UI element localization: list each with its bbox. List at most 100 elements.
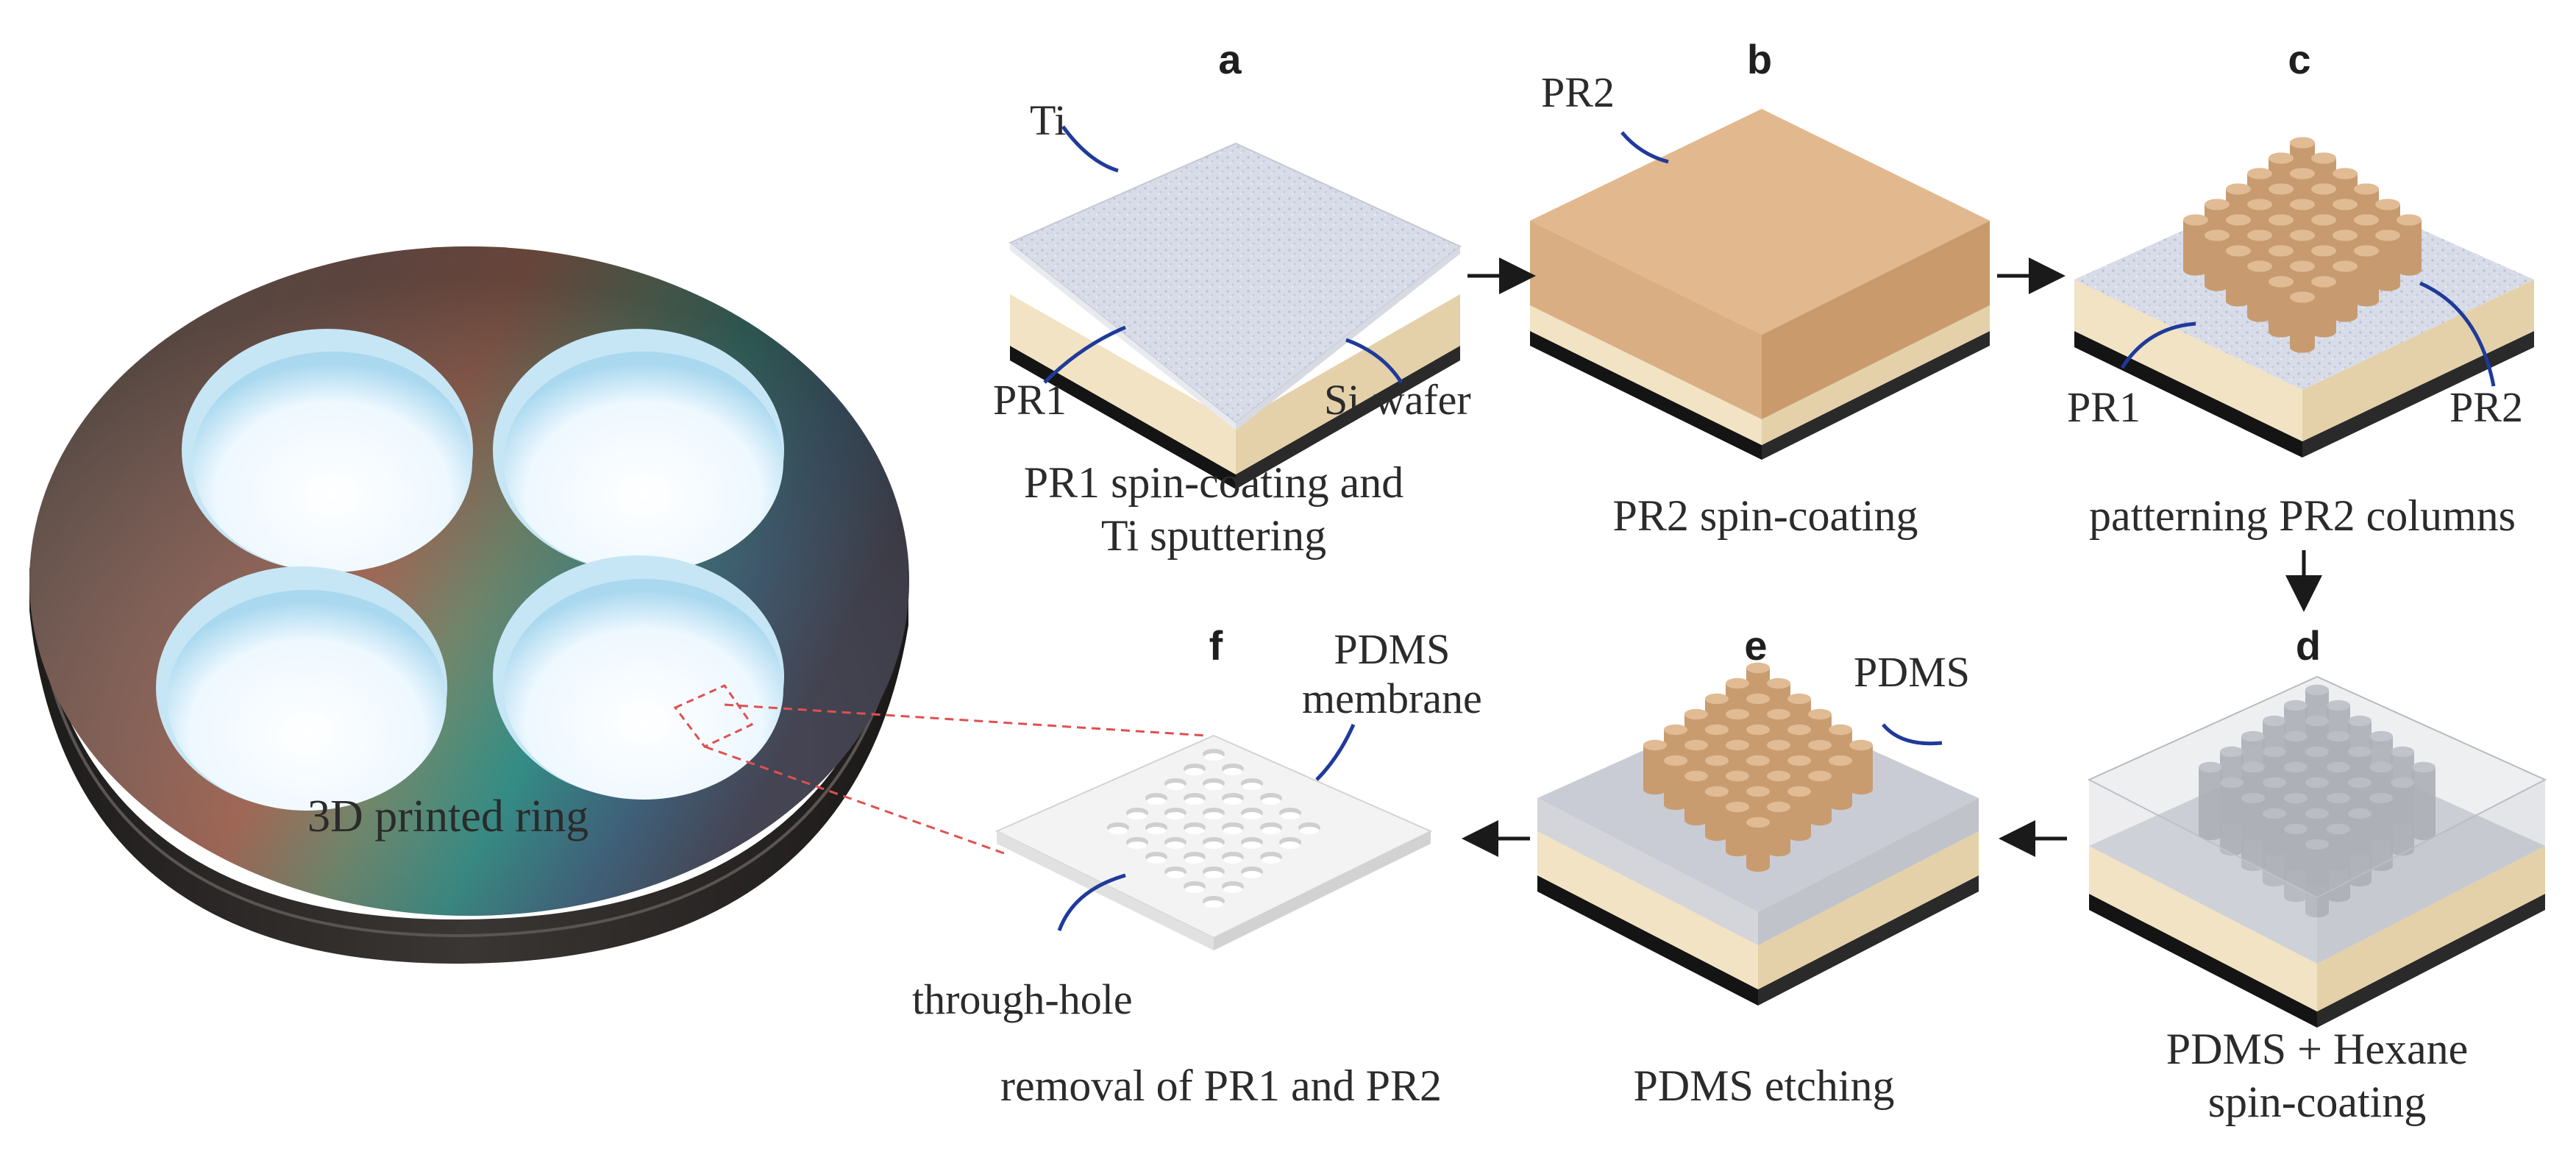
column <box>2305 839 2329 918</box>
through-hole-inner <box>1223 797 1242 805</box>
column <box>2311 276 2336 338</box>
label-pr1-c: PR1 <box>2067 383 2141 431</box>
label-pdms-membrane: PDMS membrane <box>1302 625 1482 723</box>
label-si-wafer: Si-wafer <box>1324 376 1471 424</box>
caption-d-line2: spin-coating <box>2207 1078 2427 1126</box>
through-hole-inner <box>1204 900 1223 908</box>
zoom-line-top <box>724 703 1207 737</box>
caption-a-line1: PR1 spin-coating and <box>1023 458 1404 507</box>
column <box>1808 770 1832 826</box>
panel-f-diagram <box>995 723 1433 950</box>
through-hole-inner <box>1204 812 1223 819</box>
column <box>2269 276 2294 338</box>
pdms-covered-columns <box>2199 684 2436 918</box>
caption-d-line1: PDMS + Hexane <box>2166 1025 2469 1073</box>
column <box>2226 245 2251 307</box>
through-hole-inner <box>1147 827 1166 834</box>
label-through-hole: through-hole <box>912 975 1133 1023</box>
column <box>1849 739 1873 795</box>
pr2-columns <box>2183 137 2422 353</box>
column <box>2199 761 2222 841</box>
zoom-line-bottom <box>704 745 1005 855</box>
through-hole-inner <box>1204 842 1223 849</box>
column <box>2375 230 2400 291</box>
through-hole-inner <box>1166 783 1185 790</box>
through-hole-inner <box>1185 827 1204 834</box>
column <box>2241 792 2265 872</box>
label-pr2-c: PR2 <box>2449 383 2523 431</box>
label-pdms-e: PDMS <box>1854 648 1970 696</box>
through-hole-inner <box>1147 856 1166 864</box>
column <box>2290 291 2315 353</box>
through-hole-inner <box>1281 842 1300 849</box>
column <box>2205 230 2230 291</box>
label-pr2-b: PR2 <box>1541 68 1615 116</box>
through-hole-inner <box>1300 827 1319 834</box>
column <box>1767 801 1790 857</box>
through-hole-inner <box>1242 812 1262 819</box>
caption-f: removal of PR1 and PR2 <box>1000 1061 1442 1110</box>
through-hole-inner <box>1223 856 1242 864</box>
through-hole-inner <box>1242 783 1262 790</box>
column <box>2263 808 2286 887</box>
panel-a-letter: a <box>1218 36 1242 82</box>
etched-columns <box>1643 662 1873 872</box>
through-hole-inner <box>1242 842 1262 849</box>
3d-printed-ring <box>29 246 1207 964</box>
ring-label: 3D printed ring <box>307 791 589 842</box>
column <box>1643 739 1667 795</box>
panel-d-diagram <box>2087 675 2547 1028</box>
through-hole-inner <box>1185 886 1204 893</box>
column <box>1787 786 1811 842</box>
through-holes <box>1107 749 1320 908</box>
column <box>2391 777 2414 856</box>
caption-d: PDMS + Hexane spin-coating <box>2166 1022 2468 1128</box>
through-hole-inner <box>1185 797 1204 805</box>
caption-a-line2: Ti sputtering <box>1100 511 1327 560</box>
column <box>2397 214 2422 276</box>
column <box>2369 792 2393 872</box>
through-hole-inner <box>1204 783 1223 790</box>
column <box>2183 214 2208 276</box>
zoom-box <box>673 684 754 748</box>
caption-a: PR1 spin-coating and Ti sputtering <box>1024 456 1404 562</box>
panel-b-letter: b <box>1746 36 1773 82</box>
through-hole-inner <box>1262 797 1281 805</box>
through-hole-inner <box>1166 812 1185 819</box>
label-ti: Ti <box>1030 96 1067 144</box>
column <box>1664 755 1687 811</box>
panel-e-letter: e <box>1744 622 1768 669</box>
through-hole-inner <box>1262 856 1281 864</box>
column <box>2412 761 2436 841</box>
through-hole-inner <box>1166 842 1185 849</box>
panel-d-letter: d <box>2295 622 2321 669</box>
through-hole-inner <box>1223 768 1242 775</box>
label-pr1-a: PR1 <box>993 376 1067 424</box>
through-hole-inner <box>1204 871 1223 878</box>
column <box>2247 260 2272 322</box>
label-pdms-membrane-line1: PDMS <box>1334 625 1451 673</box>
column <box>1829 755 1852 811</box>
through-hole-inner <box>1185 856 1204 864</box>
column <box>2333 260 2358 322</box>
label-pdms-membrane-line2: membrane <box>1302 674 1482 722</box>
through-hole-inner <box>1281 812 1300 819</box>
panel-b-diagram <box>1530 109 1990 460</box>
column <box>1705 786 1729 842</box>
through-hole-inner <box>1223 827 1242 834</box>
column <box>2220 777 2244 856</box>
caption-e: PDMS etching <box>1633 1061 1895 1110</box>
through-hole-inner <box>1128 812 1147 819</box>
panel-c-letter: c <box>2288 36 2311 82</box>
column <box>2348 808 2372 887</box>
caption-c: patterning PR2 columns <box>2089 491 2516 540</box>
ring-holes <box>156 329 784 811</box>
through-hole-inner <box>1128 842 1147 849</box>
panel-a-diagram <box>1008 125 1462 489</box>
panel-c-diagram <box>2074 137 2534 458</box>
column <box>2354 245 2379 307</box>
caption-b: PR2 spin-coating <box>1612 491 1918 540</box>
through-hole-inner <box>1242 871 1262 878</box>
